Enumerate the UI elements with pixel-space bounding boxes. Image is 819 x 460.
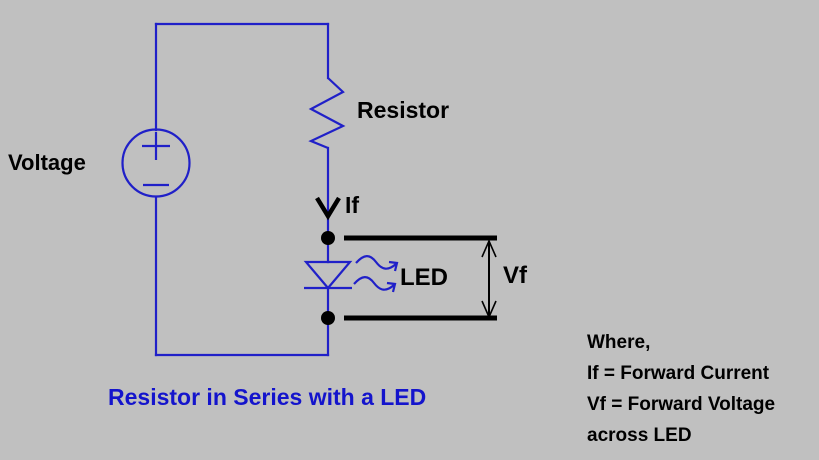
forward-voltage-label: Vf [503, 262, 527, 289]
led-emission-arrowhead-upper [388, 260, 399, 272]
legend-heading: Where, [587, 332, 651, 353]
node-dot-cathode [321, 311, 335, 325]
circuit-wires [154, 22, 330, 357]
led-emission-arrow-lower [353, 276, 395, 291]
voltage-source-symbol [121, 128, 191, 198]
legend-item-forward-voltage: Vf = Forward Voltage [587, 394, 776, 415]
legend-item-across-led: across LED [587, 425, 692, 446]
diagram-caption: Resistor in Series with a LED [108, 384, 427, 410]
vf-arrowhead-down [481, 300, 497, 319]
node-dot-anode [321, 231, 335, 245]
led-triangle [303, 260, 353, 290]
legend-block: Where, If = Forward Current Vf = Forward… [587, 327, 775, 451]
resistor-symbol [308, 77, 346, 150]
legend-item-forward-current: If = Forward Current [587, 363, 770, 384]
measurement-annotations [315, 196, 497, 325]
resistor-label: Resistor [357, 97, 450, 123]
forward-current-label: If [345, 192, 360, 218]
current-arrowhead [315, 196, 341, 221]
led-symbol [303, 255, 399, 293]
led-emission-arrowhead-lower [386, 281, 397, 293]
led-emission-arrow-upper [355, 255, 397, 270]
voltage-source-circle [121, 128, 191, 198]
resistor-zigzag [308, 77, 346, 150]
led-label: LED [400, 264, 448, 291]
voltage-source-label: Voltage [8, 150, 86, 175]
vf-arrowhead-up [481, 239, 497, 258]
